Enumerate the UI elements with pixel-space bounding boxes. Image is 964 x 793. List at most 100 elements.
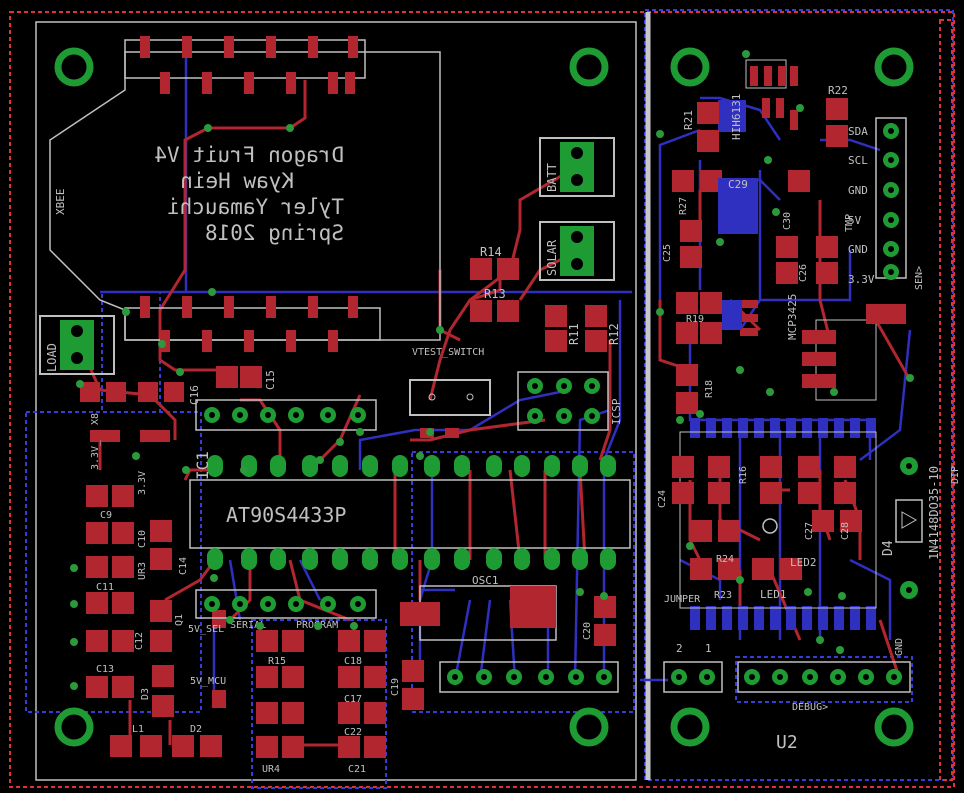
c14-label: C14 bbox=[178, 557, 189, 575]
u2-label: U2 bbox=[776, 732, 798, 753]
c16-label: C16 bbox=[188, 385, 201, 405]
c28-label: C28 bbox=[840, 522, 851, 540]
c13-label: C13 bbox=[96, 664, 114, 675]
r14-label: R14 bbox=[480, 245, 502, 259]
outer-red-outline bbox=[9, 11, 955, 788]
serial-program-headers: SERIAL PROGRAM bbox=[195, 589, 377, 631]
osc-label: OSC1 bbox=[472, 574, 499, 587]
osc-blue-outline bbox=[411, 451, 635, 713]
ur4-label: UR4 bbox=[262, 764, 280, 775]
mounting-hole bbox=[569, 47, 609, 87]
mounting-hole bbox=[874, 47, 914, 87]
c26-label: C26 bbox=[798, 264, 809, 282]
icsp-header: ICSP bbox=[517, 371, 623, 431]
mounting-hole bbox=[54, 707, 94, 747]
d3-label: D3 bbox=[140, 688, 151, 700]
left-components: 3.3V_ X8 3.3V C9 C10 UR3 C11 C12 C13 C14… bbox=[80, 382, 226, 757]
tmp-label: TMP bbox=[844, 214, 855, 232]
oscillator: OSC1 bbox=[400, 574, 557, 641]
v5sel-label: 5V_SEL bbox=[188, 624, 224, 635]
mcp-label: MCP3425 bbox=[786, 294, 799, 340]
bus3v3-label: 3.3V bbox=[137, 471, 148, 495]
c25-label: C25 bbox=[662, 244, 673, 262]
title-line4: Spring 2018 bbox=[205, 221, 344, 245]
debug-label: DEBUG> bbox=[792, 702, 828, 713]
serial-label: SERIAL bbox=[230, 620, 266, 631]
xbee-outline bbox=[49, 51, 441, 341]
mounting-hole bbox=[670, 707, 710, 747]
c17-label: C17 bbox=[344, 694, 362, 705]
vias bbox=[70, 50, 914, 690]
q1-label: Q1 bbox=[174, 614, 185, 626]
mounting-hole bbox=[874, 707, 914, 747]
c12-label: C12 bbox=[134, 632, 145, 650]
c22-label: C22 bbox=[344, 727, 362, 738]
sensor-pin-gnd1: GND bbox=[848, 184, 868, 197]
xbee-label: XBEE bbox=[54, 189, 67, 216]
c15-label: C15 bbox=[264, 370, 277, 390]
r19-label: R19 bbox=[686, 314, 704, 325]
sensor-pin-gnd2: GND bbox=[848, 243, 868, 256]
mounting-holes bbox=[54, 47, 914, 747]
xbee-footprint: XBEE bbox=[49, 36, 441, 352]
title-line2: Kyaw Hein bbox=[180, 169, 294, 193]
c27-label: C27 bbox=[804, 522, 815, 540]
c10-label: C10 bbox=[137, 530, 148, 548]
board-outlines bbox=[9, 9, 955, 789]
l1-label: L1 bbox=[132, 724, 144, 735]
led1-label: LED1 bbox=[760, 588, 787, 601]
r18-label: R18 bbox=[704, 380, 715, 398]
bottom-middle-components: R15 C18 C17 C22 C21 UR4 C19 C20 bbox=[256, 596, 616, 775]
c30-label: C30 bbox=[782, 212, 793, 230]
r21-label: R21 bbox=[682, 110, 695, 130]
board-title: Dragon Fruit V4 Kyaw Hein Tyler Yamauchi… bbox=[154, 143, 344, 245]
bottom-header bbox=[439, 661, 619, 693]
c21-label: C21 bbox=[348, 764, 366, 775]
title-line1: Dragon Fruit V4 bbox=[154, 143, 344, 167]
title-line3: Tyler Yamauchi bbox=[167, 195, 344, 219]
vtest-switch-label: VTEST_SWITCH bbox=[412, 347, 484, 358]
c11-label: C11 bbox=[96, 582, 114, 593]
jumper-label: JUMPER bbox=[664, 594, 701, 605]
v5mcu-label: 5V_MCU bbox=[190, 676, 226, 687]
gnd-label: GND bbox=[894, 638, 905, 656]
c29-label: C29 bbox=[728, 178, 748, 191]
batt-label: BATT bbox=[545, 163, 559, 192]
load-label: LOAD bbox=[45, 343, 59, 372]
sen-label: SEN> bbox=[914, 266, 925, 290]
c19-label: C19 bbox=[390, 678, 401, 696]
d2-label: D2 bbox=[190, 724, 202, 735]
mounting-hole bbox=[54, 47, 94, 87]
r24-label: R24 bbox=[716, 554, 734, 565]
c18-label: C18 bbox=[344, 656, 362, 667]
pin-1-label: 1 bbox=[705, 642, 712, 655]
diode-label: 1N4148DO35-10 bbox=[927, 466, 941, 560]
r11-label: R11 bbox=[567, 323, 581, 345]
r22-label: R22 bbox=[828, 84, 848, 97]
ur3-label: UR3 bbox=[137, 562, 148, 580]
dip-label: DIP bbox=[950, 466, 961, 484]
mounting-hole bbox=[670, 47, 710, 87]
r15-label: R15 bbox=[268, 656, 286, 667]
sensor-pin-sda: SDA bbox=[848, 125, 868, 138]
mounting-hole bbox=[569, 707, 609, 747]
led2-label: LED2 bbox=[790, 556, 817, 569]
left-board-outline bbox=[35, 21, 637, 781]
r16-label: R16 bbox=[738, 466, 749, 484]
pin-2-label: 2 bbox=[676, 642, 683, 655]
ic1-label: IC1 bbox=[193, 451, 212, 480]
r12-label: R12 bbox=[607, 323, 621, 345]
icsp-label: ICSP bbox=[610, 398, 623, 425]
hih-label: HIH6131 bbox=[730, 94, 743, 140]
c9-label: C9 bbox=[100, 510, 112, 521]
c24-label: C24 bbox=[657, 490, 668, 508]
r27-label: R27 bbox=[678, 197, 689, 215]
sensor-pin-scl: SCL bbox=[848, 154, 868, 167]
right-red-outline bbox=[939, 19, 953, 781]
mid-header: C15 C16 bbox=[188, 366, 377, 431]
debug-blue-outline bbox=[735, 656, 913, 703]
x8-label: X8 bbox=[90, 413, 101, 425]
sensor-pin-3v3: 3.3V bbox=[848, 273, 875, 286]
main-ic-label: AT90S4433P bbox=[226, 503, 346, 527]
